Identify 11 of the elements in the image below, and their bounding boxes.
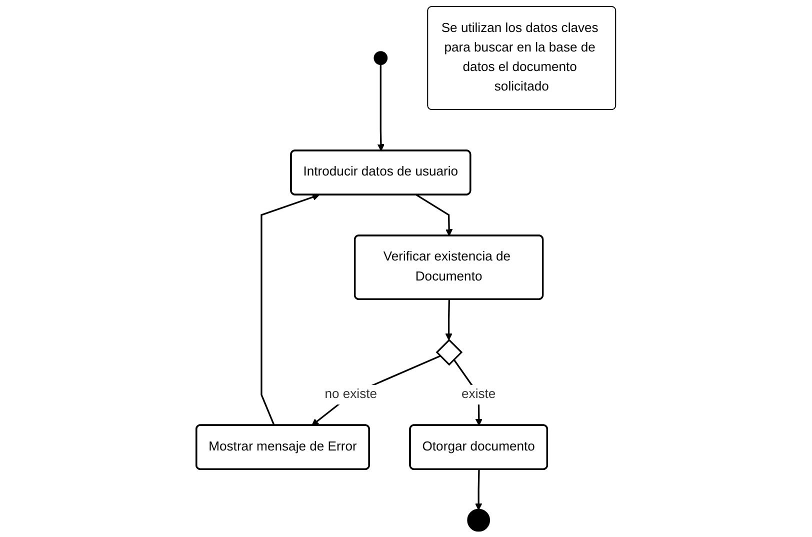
node-circle [467,508,490,532]
arrow [416,194,453,236]
edge-label: no existe [324,387,378,402]
node-circle [374,51,388,65]
arrow [312,355,441,426]
node-diamond [436,338,463,366]
arrow [260,194,320,426]
edge-label: existe [462,387,496,402]
arrow [475,470,482,510]
arrow [445,300,452,340]
arrow [377,64,385,152]
